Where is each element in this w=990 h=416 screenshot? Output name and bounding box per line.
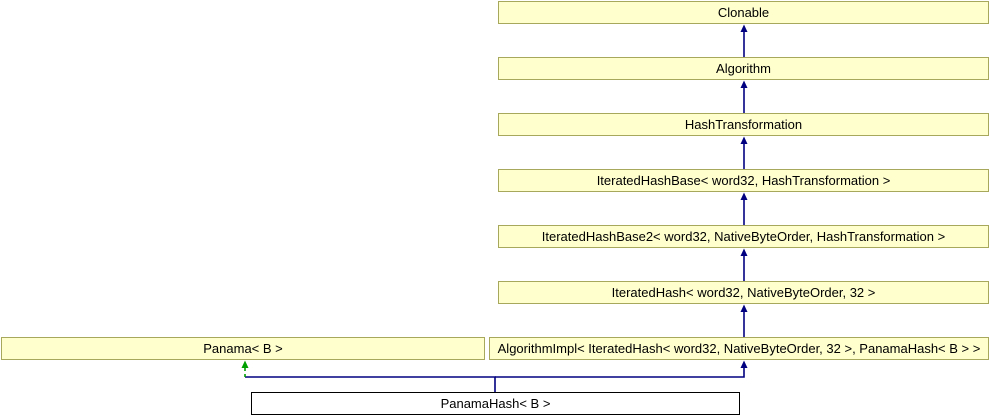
- class-node-algorithmimpl[interactable]: AlgorithmImpl< IteratedHash< word32, Nat…: [489, 337, 989, 360]
- class-node-label: Clonable: [717, 5, 770, 20]
- inherit-arrowhead: [740, 360, 748, 368]
- class-node-hashtransformation[interactable]: HashTransformation: [498, 113, 989, 136]
- inherit-arrowhead: [740, 192, 748, 200]
- inherit-arrowhead: [740, 80, 748, 88]
- class-node-label: IteratedHashBase< word32, HashTransforma…: [596, 173, 891, 188]
- class-node-iteratedhashbase[interactable]: IteratedHashBase< word32, HashTransforma…: [498, 169, 989, 192]
- class-node-iteratedhashbase2[interactable]: IteratedHashBase2< word32, NativeByteOrd…: [498, 225, 989, 248]
- class-node-label: Algorithm: [716, 61, 771, 76]
- inherit-edge-panamahash-junction-left: [245, 376, 496, 392]
- class-node-panamahash: PanamaHash< B >: [251, 392, 740, 415]
- class-node-label: Panama< B >: [203, 341, 283, 356]
- inherit-arrowhead: [740, 136, 748, 144]
- inherit-arrowhead: [740, 304, 748, 312]
- class-node-label: IteratedHashBase2< word32, NativeByteOrd…: [541, 229, 946, 244]
- class-node-label: IteratedHash< word32, NativeByteOrder, 3…: [611, 285, 876, 300]
- class-node-label: AlgorithmImpl< IteratedHash< word32, Nat…: [497, 341, 981, 356]
- class-node-panama[interactable]: Panama< B >: [1, 337, 485, 360]
- inherit-arrowhead: [740, 248, 748, 256]
- inherit-arrowhead: [740, 24, 748, 32]
- class-node-algorithm[interactable]: Algorithm: [498, 57, 989, 80]
- green-arrowhead: [241, 360, 249, 368]
- class-node-iteratedhash[interactable]: IteratedHash< word32, NativeByteOrder, 3…: [498, 281, 989, 304]
- class-node-label: PanamaHash< B >: [440, 396, 551, 411]
- inherit-edge-panamahash-algorithmimpl: [495, 367, 745, 378]
- class-node-label: HashTransformation: [684, 117, 803, 132]
- class-node-clonable[interactable]: Clonable: [498, 1, 989, 24]
